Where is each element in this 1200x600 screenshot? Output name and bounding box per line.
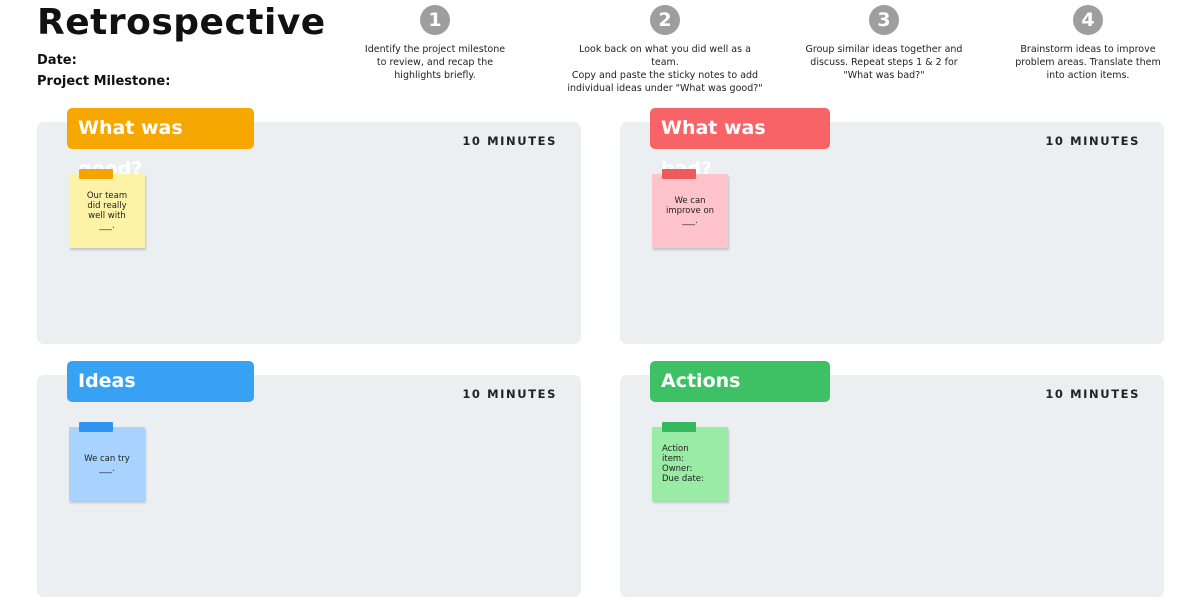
timer-label: 10 MINUTES <box>1045 387 1140 401</box>
date-label: Date: <box>37 53 77 68</box>
panel-label-actions: Actions <box>650 361 830 402</box>
step-1: 1 Identify the project milestone to revi… <box>350 5 520 82</box>
timer-label: 10 MINUTES <box>1045 134 1140 148</box>
panel-label-what-was-good: What was good? <box>67 108 254 180</box>
timer-label: 10 MINUTES <box>462 387 557 401</box>
step-2: 2 Look back on what you did well as a te… <box>565 5 765 95</box>
sticky-note[interactable]: Action item: Owner: Due date: <box>652 422 728 501</box>
panel-actions[interactable]: Actions 10 MINUTES Action item: Owner: D… <box>620 361 1164 597</box>
timer-label: 10 MINUTES <box>462 134 557 148</box>
tape-strip <box>79 169 113 179</box>
tape-strip <box>662 169 696 179</box>
panel-what-was-bad[interactable]: What was bad? 10 MINUTES We can improve … <box>620 108 1164 344</box>
panel-ideas[interactable]: Ideas 10 MINUTES We can try ___. <box>37 361 581 597</box>
tape-strip <box>662 422 696 432</box>
step-number-2: 2 <box>650 5 680 35</box>
step-3: 3 Group similar ideas together and discu… <box>799 5 969 82</box>
page-title: Retrospective <box>37 2 326 43</box>
sticky-note[interactable]: Our team did really well with ___. <box>69 169 145 248</box>
step-text-2: Look back on what you did well as a team… <box>567 44 763 94</box>
panel-what-was-good[interactable]: What was good? 10 MINUTES Our team did r… <box>37 108 581 344</box>
sticky-note[interactable]: We can try ___. <box>69 422 145 501</box>
step-text-1: Identify the project milestone to review… <box>364 44 506 81</box>
step-text-3: Group similar ideas together and discuss… <box>805 44 963 81</box>
step-number-4: 4 <box>1073 5 1103 35</box>
step-number-3: 3 <box>869 5 899 35</box>
tape-strip <box>79 422 113 432</box>
panel-label-ideas: Ideas <box>67 361 254 402</box>
step-text-4: Brainstorm ideas to improve problem area… <box>1015 44 1161 81</box>
panel-label-what-was-bad: What was bad? <box>650 108 830 180</box>
step-number-1: 1 <box>420 5 450 35</box>
sticky-note[interactable]: We can improve on ___. <box>652 169 728 248</box>
step-4: 4 Brainstorm ideas to improve problem ar… <box>1003 5 1173 82</box>
project-milestone-label: Project Milestone: <box>37 74 171 89</box>
